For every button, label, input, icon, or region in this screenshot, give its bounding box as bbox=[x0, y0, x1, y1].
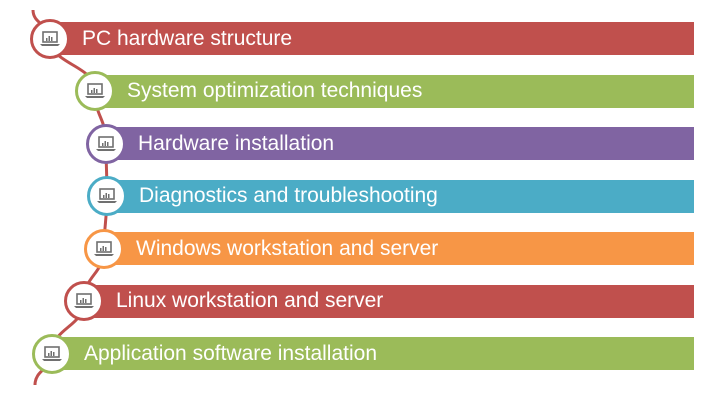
step-label: Hardware installation bbox=[138, 131, 335, 155]
laptop-chart-icon bbox=[41, 345, 63, 363]
step-label: System optimization techniques bbox=[127, 79, 423, 102]
laptop-chart-icon bbox=[39, 30, 61, 48]
step-bar-3: Hardware installation bbox=[108, 127, 694, 160]
laptop-chart-icon bbox=[96, 187, 118, 205]
step-circle-4 bbox=[87, 176, 127, 216]
step-label: Application software installation bbox=[84, 341, 377, 365]
step-bar-6: Linux workstation and server bbox=[86, 284, 694, 318]
step-circle-2 bbox=[75, 71, 115, 111]
step-label: Windows workstation and server bbox=[136, 236, 439, 260]
step-bar-5: Windows workstation and server bbox=[106, 232, 694, 265]
step-bar-7: Application software installation bbox=[54, 337, 694, 370]
step-bar-2: System optimization techniques bbox=[97, 74, 694, 108]
step-circle-1 bbox=[30, 18, 70, 59]
step-circle-3 bbox=[86, 123, 126, 164]
step-label: Diagnostics and troubleshooting bbox=[139, 184, 438, 207]
laptop-chart-icon bbox=[93, 240, 115, 258]
laptop-chart-icon bbox=[95, 135, 117, 153]
step-circle-6 bbox=[64, 281, 104, 321]
step-label: PC hardware structure bbox=[82, 26, 293, 50]
step-circle-7 bbox=[32, 333, 72, 374]
step-label: Linux workstation and server bbox=[116, 289, 384, 312]
step-circle-5 bbox=[84, 228, 124, 269]
step-bar-4: Diagnostics and troubleshooting bbox=[109, 179, 694, 213]
step-bar-1: PC hardware structure bbox=[52, 22, 694, 55]
laptop-chart-icon bbox=[84, 82, 106, 100]
laptop-chart-icon bbox=[73, 292, 95, 310]
